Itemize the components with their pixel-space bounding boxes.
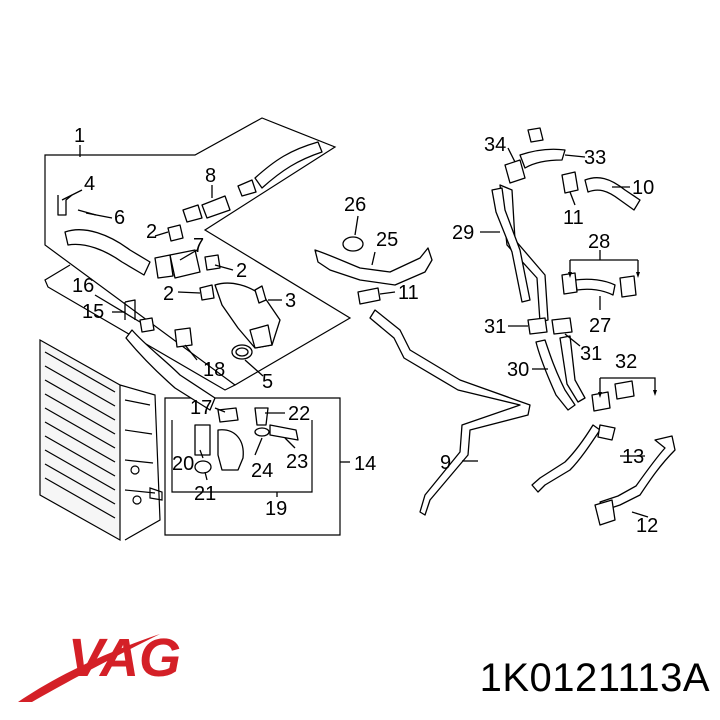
callout-17: 17 xyxy=(190,397,212,419)
part-number: 1K0121113A xyxy=(479,656,710,700)
callout-11b: 11 xyxy=(563,207,584,229)
callout-31a: 31 xyxy=(484,316,506,338)
group-16-outline xyxy=(44,264,236,391)
callout-2b: 2 xyxy=(236,260,247,282)
callout-30: 30 xyxy=(507,359,529,381)
callout-21: 21 xyxy=(194,483,216,505)
callout-22: 22 xyxy=(288,403,310,425)
arrowheads xyxy=(568,272,657,398)
vag-logo-text: VAG xyxy=(68,628,181,688)
callout-20: 20 xyxy=(172,453,194,475)
group-19-bracket xyxy=(171,420,313,493)
vag-logo: VAG xyxy=(18,628,181,702)
callout-4: 4 xyxy=(84,173,95,195)
callout-8: 8 xyxy=(205,165,216,187)
callout-18: 18 xyxy=(203,359,225,381)
callout-11a: 11 xyxy=(398,282,419,304)
callout-31b: 31 xyxy=(580,343,602,365)
group-14-outline xyxy=(164,397,341,536)
coolant-hoses xyxy=(57,127,676,526)
callout-26: 26 xyxy=(344,194,366,216)
callout-19: 19 xyxy=(265,498,287,520)
callout-labels: 1 4 6 8 2 7 2 2 3 5 16 15 18 17 22 20 24… xyxy=(72,125,658,537)
callout-32: 32 xyxy=(615,351,637,373)
radiator xyxy=(39,338,163,542)
callout-10: 10 xyxy=(632,177,654,199)
callout-9: 9 xyxy=(440,452,451,474)
group-1-outline xyxy=(44,117,352,386)
callout-2c: 2 xyxy=(163,283,174,305)
callout-23: 23 xyxy=(286,451,308,473)
callout-15: 15 xyxy=(82,301,104,323)
callout-34: 34 xyxy=(484,134,506,156)
callout-27: 27 xyxy=(589,315,611,337)
callout-12: 12 xyxy=(636,515,658,537)
callout-6: 6 xyxy=(114,207,125,229)
callout-33: 33 xyxy=(584,147,606,169)
callout-13: 13 xyxy=(622,446,644,468)
callout-3: 3 xyxy=(285,290,296,312)
callout-5: 5 xyxy=(262,371,273,393)
vag-logo-swoosh xyxy=(18,634,160,702)
callout-16: 16 xyxy=(72,275,94,297)
callout-14: 14 xyxy=(354,453,376,475)
callout-24: 24 xyxy=(251,460,273,482)
callout-7: 7 xyxy=(193,235,204,257)
callout-2a: 2 xyxy=(146,221,157,243)
callout-1: 1 xyxy=(74,125,85,147)
callout-29: 29 xyxy=(452,222,474,244)
callout-28: 28 xyxy=(588,231,610,253)
callout-25: 25 xyxy=(376,229,398,251)
leader-lines xyxy=(61,145,656,518)
